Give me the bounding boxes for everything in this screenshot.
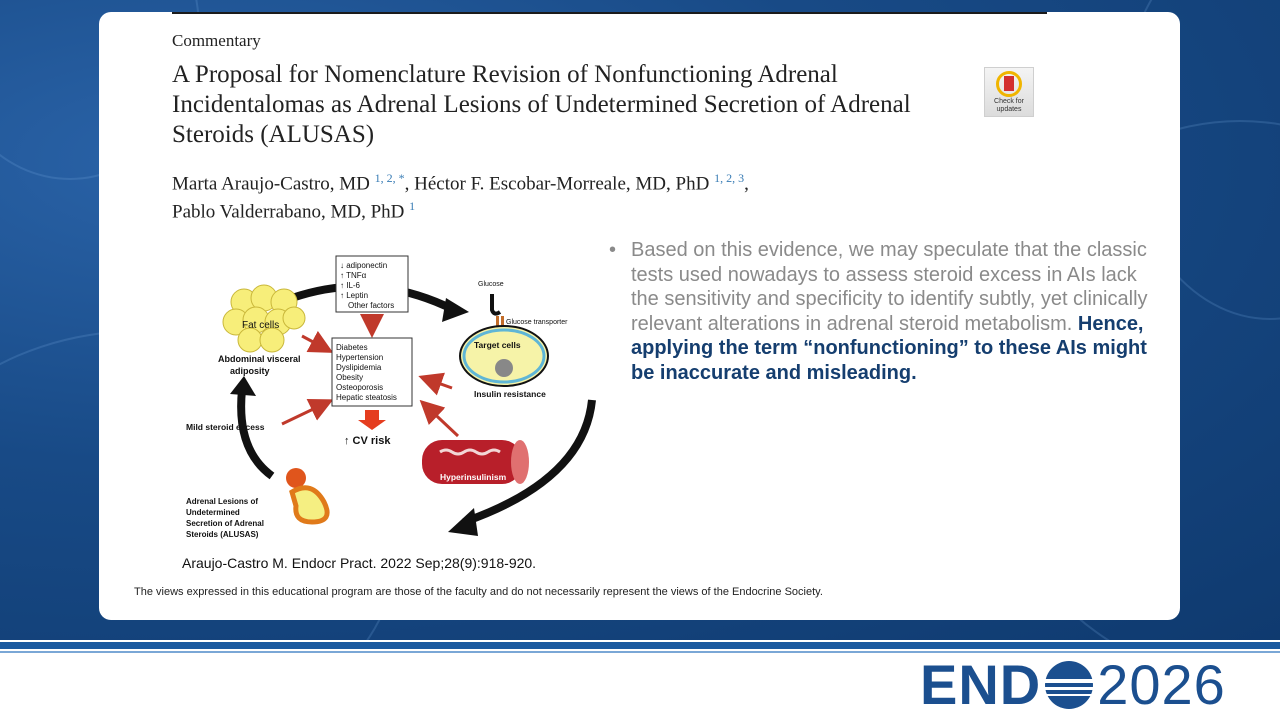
conditions-box [331,337,413,407]
condition-item: Diabetes [336,343,368,352]
glucose-transporter-label: Glucose transporter [506,319,568,326]
transporter-icon [501,316,504,328]
vessel-opening [511,440,529,484]
adipokine-item: Other factors [348,301,394,310]
adipokine-item: ↓ adiponectin [340,261,387,270]
insulin-resistance-label: Insulin resistance [474,389,546,399]
cycle-arrow-left [237,389,275,480]
diagram-canvas: Fat cells Abdominal visceral adiposity ↓… [186,255,596,539]
badge-line-1: Check for [994,98,1024,105]
endo-2026-logo: END 2026 [920,655,1226,715]
bullet-text-normal: Based on this evidence, we may speculate… [631,239,1148,335]
arrow-insulin-to-conditions [418,372,453,396]
alusas-diagram: Fat cells Abdominal visceral adiposity ↓… [184,240,614,546]
transporter-icon [496,316,499,328]
author-affiliation[interactable]: 1, 2, 3 [714,171,745,185]
glucose-label: Glucose [478,281,504,288]
bullet-dot-icon: • [609,239,617,261]
badge-line-2: updates [996,106,1022,113]
cycle-arrowhead-left [230,376,256,396]
cycle-arrow-right [462,399,596,526]
cv-risk-arrow [358,410,386,430]
footer-rule-thin [0,651,1280,653]
condition-item: Hepatic steatosis [336,393,397,402]
adipokine-item: ↑ Leptin [340,291,368,300]
adipokine-item: ↑ TNFα [340,271,367,280]
glucose-hook-icon [490,294,502,316]
alusas-label-2: Undetermined [186,508,240,517]
fat-cells-illustration [222,284,306,353]
cycle-arrowhead-right [448,508,478,536]
author-separator: , [744,173,749,195]
article-title: A Proposal for Nomenclature Revision of … [172,61,911,148]
adipokines-box [335,255,409,313]
author-separator: , [404,173,415,195]
arrow-hyperinsulinism-to-conditions [419,399,460,438]
vessel-cells-icon [439,448,501,456]
arrow-steroid-to-conditions [281,398,334,426]
author-name: Marta Araujo-Castro, MD [172,173,370,195]
fat-cells-label: Fat cells [242,320,279,331]
bookmark-icon [996,71,1022,97]
check-for-updates-badge[interactable]: Check for updates [984,67,1034,117]
author-name: Héctor F. Escobar-Morreale, MD, PhD [414,173,710,195]
bullet-text-emphasis: Hence, applying the term “nonfunctioning… [631,312,1147,384]
article-kicker: Commentary [172,31,261,50]
logo-end-text: END [920,653,1042,716]
mild-steroid-label: Mild steroid excess [186,422,265,432]
faculty-disclaimer: The views expressed in this educational … [134,586,823,598]
target-cell-outer [459,325,549,387]
author-affiliation[interactable]: 1, 2, * [374,171,405,185]
adipokine-item: ↑ IL-6 [340,281,361,290]
author-name: Pablo Valderrabano, MD, PhD [172,201,405,223]
arrow-fat-to-conditions [301,330,334,353]
footer-rule [0,642,1280,649]
article-top-rule [172,12,1047,14]
condition-item: Obesity [336,373,363,382]
author-list: Marta Araujo-Castro, MD 1, 2, *, Héctor … [172,167,892,224]
condition-item: Dyslipidemia [336,363,382,372]
bullet-text: Based on this evidence, we may speculate… [631,238,1149,386]
logo-year-text: 2026 [1097,653,1226,716]
alusas-label-3: Secretion of Adrenal [186,519,264,528]
author-affiliation[interactable]: 1 [409,199,416,214]
condition-item: Hypertension [336,353,383,362]
abdominal-label-1: Abdominal visceral [218,354,301,364]
cv-risk-label: ↑ CV risk [344,435,391,447]
evidence-bullet: • Based on this evidence, we may specula… [609,238,1149,386]
cycle-arrowhead-top [442,298,469,322]
target-cells-label: Target cells [474,340,521,350]
alusas-label-1: Adrenal Lesions of [186,497,258,506]
slide-card: Commentary A Proposal for Nomenclature R… [99,12,1180,620]
target-cell-membrane [462,328,546,384]
globe-icon [1043,661,1096,709]
alusas-label-4: Steroids (ALUSAS) [186,530,259,539]
target-cell-nucleus [495,359,513,377]
hyperinsulinism-label: Hyperinsulinism [440,472,507,482]
adrenal-gland-icon [289,485,330,525]
adrenal-nodule-icon [286,468,306,488]
abdominal-label-2: adiposity [230,366,270,376]
figure-citation: Araujo-Castro M. Endocr Pract. 2022 Sep;… [182,555,537,571]
condition-item: Osteoporosis [336,383,383,392]
